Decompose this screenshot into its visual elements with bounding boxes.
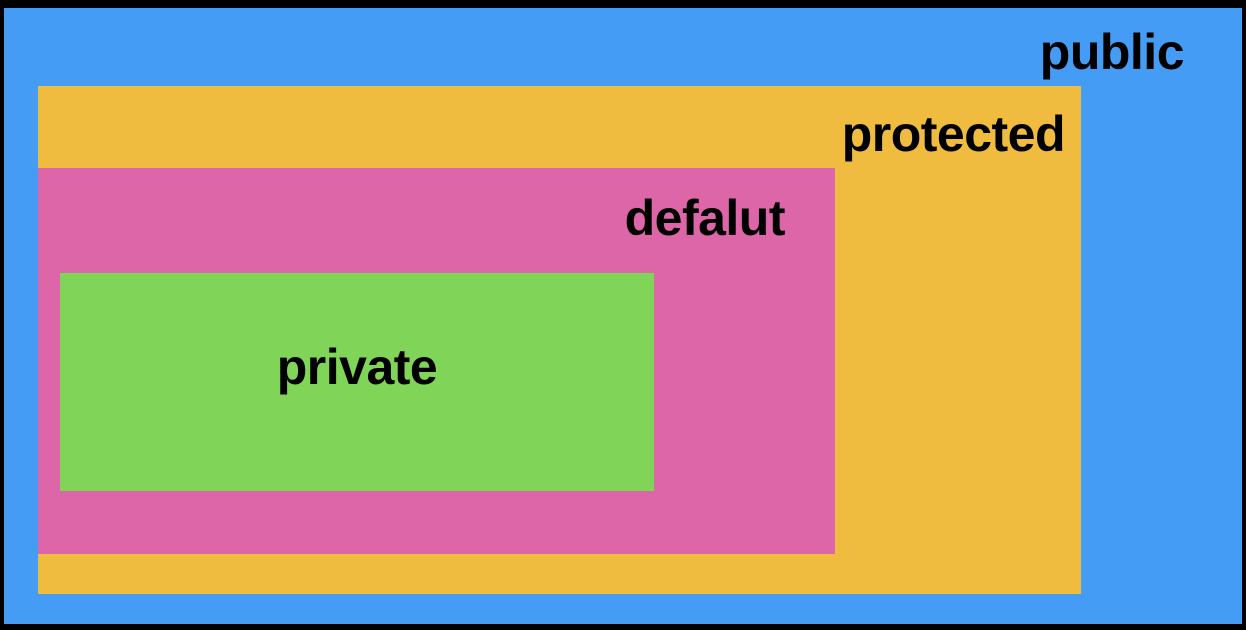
- scope-box-public: public protected defalut private: [4, 8, 1242, 624]
- scope-label-public: public: [1039, 24, 1185, 80]
- scope-box-private: private: [60, 273, 654, 491]
- scope-box-protected: protected defalut private: [38, 86, 1081, 594]
- scope-label-protected: protected: [841, 106, 1066, 162]
- scope-label-default: defalut: [624, 190, 786, 246]
- scope-box-default: defalut private: [38, 168, 835, 554]
- scope-label-private: private: [276, 339, 438, 395]
